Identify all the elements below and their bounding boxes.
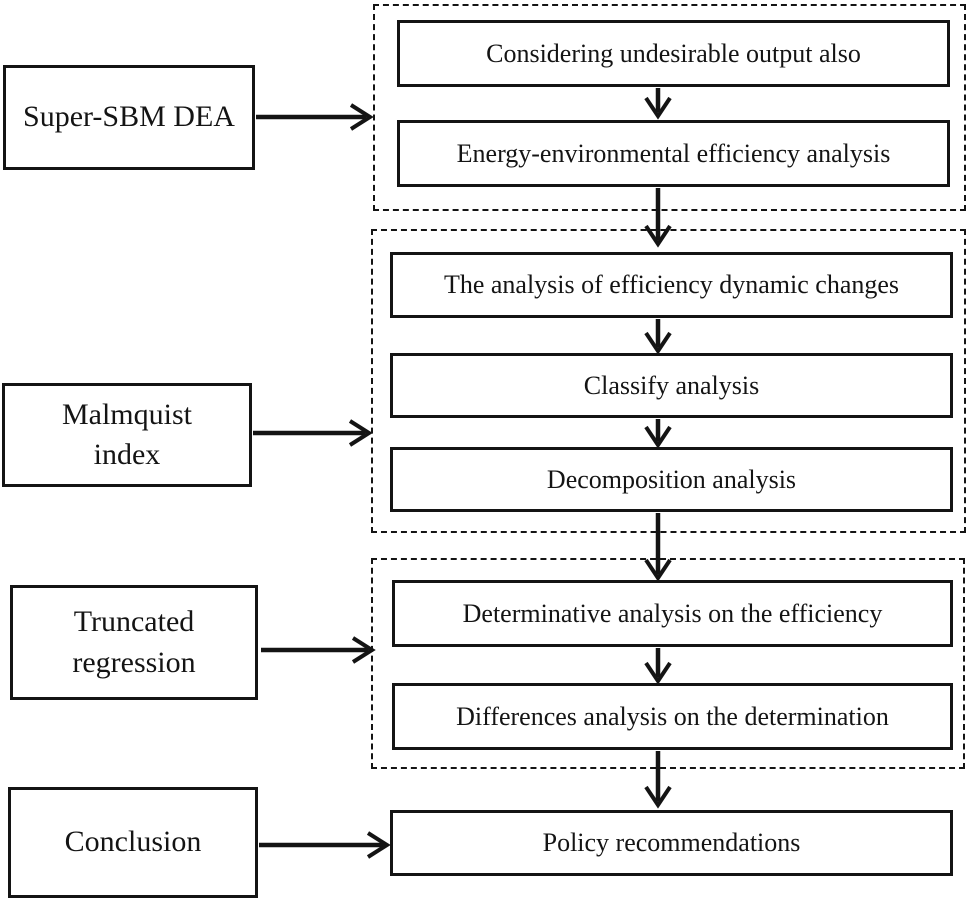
flow-box-differences-analysis: Differences analysis on the determinatio… [392, 683, 953, 750]
arrow-truncated-to-group3 [261, 636, 376, 664]
flow-box-policy-recommendations: Policy recommendations [390, 810, 953, 876]
flow-box-energy-environmental-efficiency: Energy-environmental efficiency analysis [397, 120, 950, 187]
flow-box-decomposition-analysis: Decomposition analysis [390, 447, 953, 512]
arrow-malmquist-to-group2 [253, 419, 373, 447]
flow-box-classify-analysis: Classify analysis [390, 353, 953, 418]
left-box-truncated-regression: Truncated regression [10, 585, 258, 700]
flow-box-determinative-analysis: Determinative analysis on the efficiency [392, 580, 953, 647]
left-box-malmquist-index: Malmquist index [2, 383, 252, 487]
group-efficiency-analysis [373, 4, 966, 211]
flow-box-considering-undesirable-output: Considering undesirable output also [397, 20, 950, 87]
left-box-conclusion: Conclusion [8, 787, 258, 898]
arrow-supersbm-to-group1 [256, 103, 374, 131]
arrow-conclusion-to-policy [259, 831, 391, 859]
flow-box-efficiency-dynamic-changes: The analysis of efficiency dynamic chang… [390, 252, 953, 318]
group-regression-analysis [371, 558, 965, 769]
left-box-super-sbm-dea: Super-SBM DEA [3, 65, 255, 170]
group-malmquist-analysis [371, 229, 966, 533]
